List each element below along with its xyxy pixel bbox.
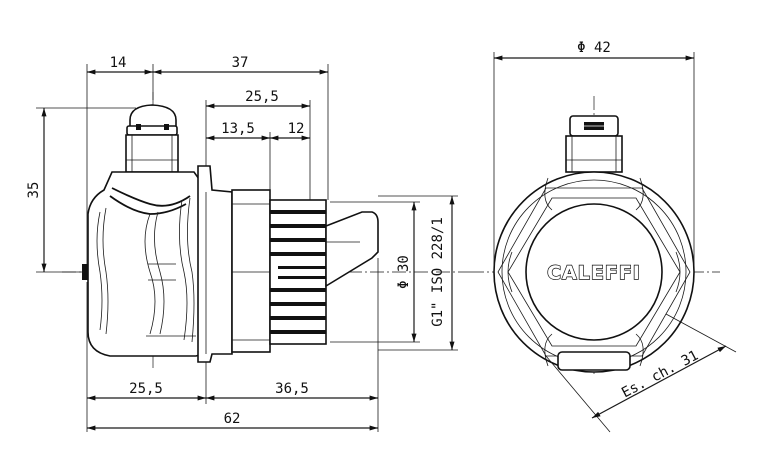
dim-62: 62: [224, 411, 241, 427]
top-cap: [125, 104, 179, 173]
dim-13-5: 13,5: [221, 121, 255, 137]
dim-thread-g1: G1" ISO 228/1: [430, 217, 446, 327]
dim-14: 14: [110, 55, 127, 71]
knob-body: [82, 171, 211, 357]
dimensions-side: 14 37 25,5 13,5 12 35 Φ 30: [26, 55, 458, 432]
flange: [197, 165, 233, 363]
front-top-stub: [565, 115, 623, 173]
dim-36-5: 36,5: [275, 381, 309, 397]
front-view: CALEFFI Φ 42 Es. ch. 31: [470, 40, 737, 433]
dim-diameter-30: Φ 30: [396, 255, 412, 289]
front-logo-disc: [525, 203, 663, 341]
dim-12: 12: [288, 121, 305, 137]
thread-section: [269, 199, 327, 345]
dim-diameter-42: Φ 42: [577, 40, 611, 56]
dim-37: 37: [232, 55, 249, 71]
tapered-pin: [325, 211, 379, 288]
hex-nut: [231, 189, 271, 353]
front-bottom-tab: [557, 351, 631, 371]
dim-35: 35: [26, 182, 42, 199]
dim-25-5-top: 25,5: [245, 89, 279, 105]
dim-25-5-bottom: 25,5: [129, 381, 163, 397]
side-view: 14 37 25,5 13,5 12 35 Φ 30: [26, 55, 470, 432]
caleffi-logo: CALEFFI: [547, 262, 641, 284]
